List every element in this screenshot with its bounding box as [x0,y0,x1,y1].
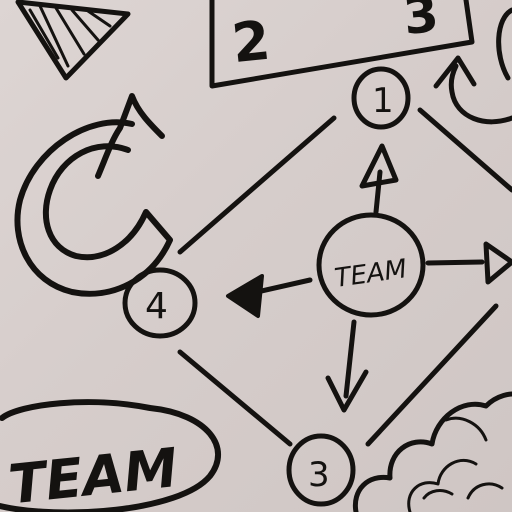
arrow-right-icon [425,241,512,285]
hatched-triangle-icon [15,0,131,81]
cycle-arrow-icon-top-right [433,7,512,125]
cloud-icon [352,391,512,512]
team-oval-bottom-left: TEAM [0,399,222,512]
center-team-label: TEAM [333,254,409,294]
arrow-left-icon [226,274,313,318]
arrow-up-icon [359,143,399,215]
node-3-label: 3 [308,455,330,495]
node-3: 3 [286,433,356,507]
box-digit-3: 3 [401,0,442,46]
node-1: 1 [351,66,411,130]
center-team-node: TEAM [316,212,426,318]
box-digit-2: 2 [229,9,273,76]
cycle-arrow-icon-large [14,93,173,297]
bottom-team-label: TEAM [6,436,181,512]
connector-lines [177,107,512,447]
node-4-label: 4 [145,286,168,327]
node-1-label: 1 [372,81,394,121]
arrow-down-icon [325,319,369,413]
node-4: 4 [122,267,198,339]
number-box: 2 3 [209,0,475,89]
